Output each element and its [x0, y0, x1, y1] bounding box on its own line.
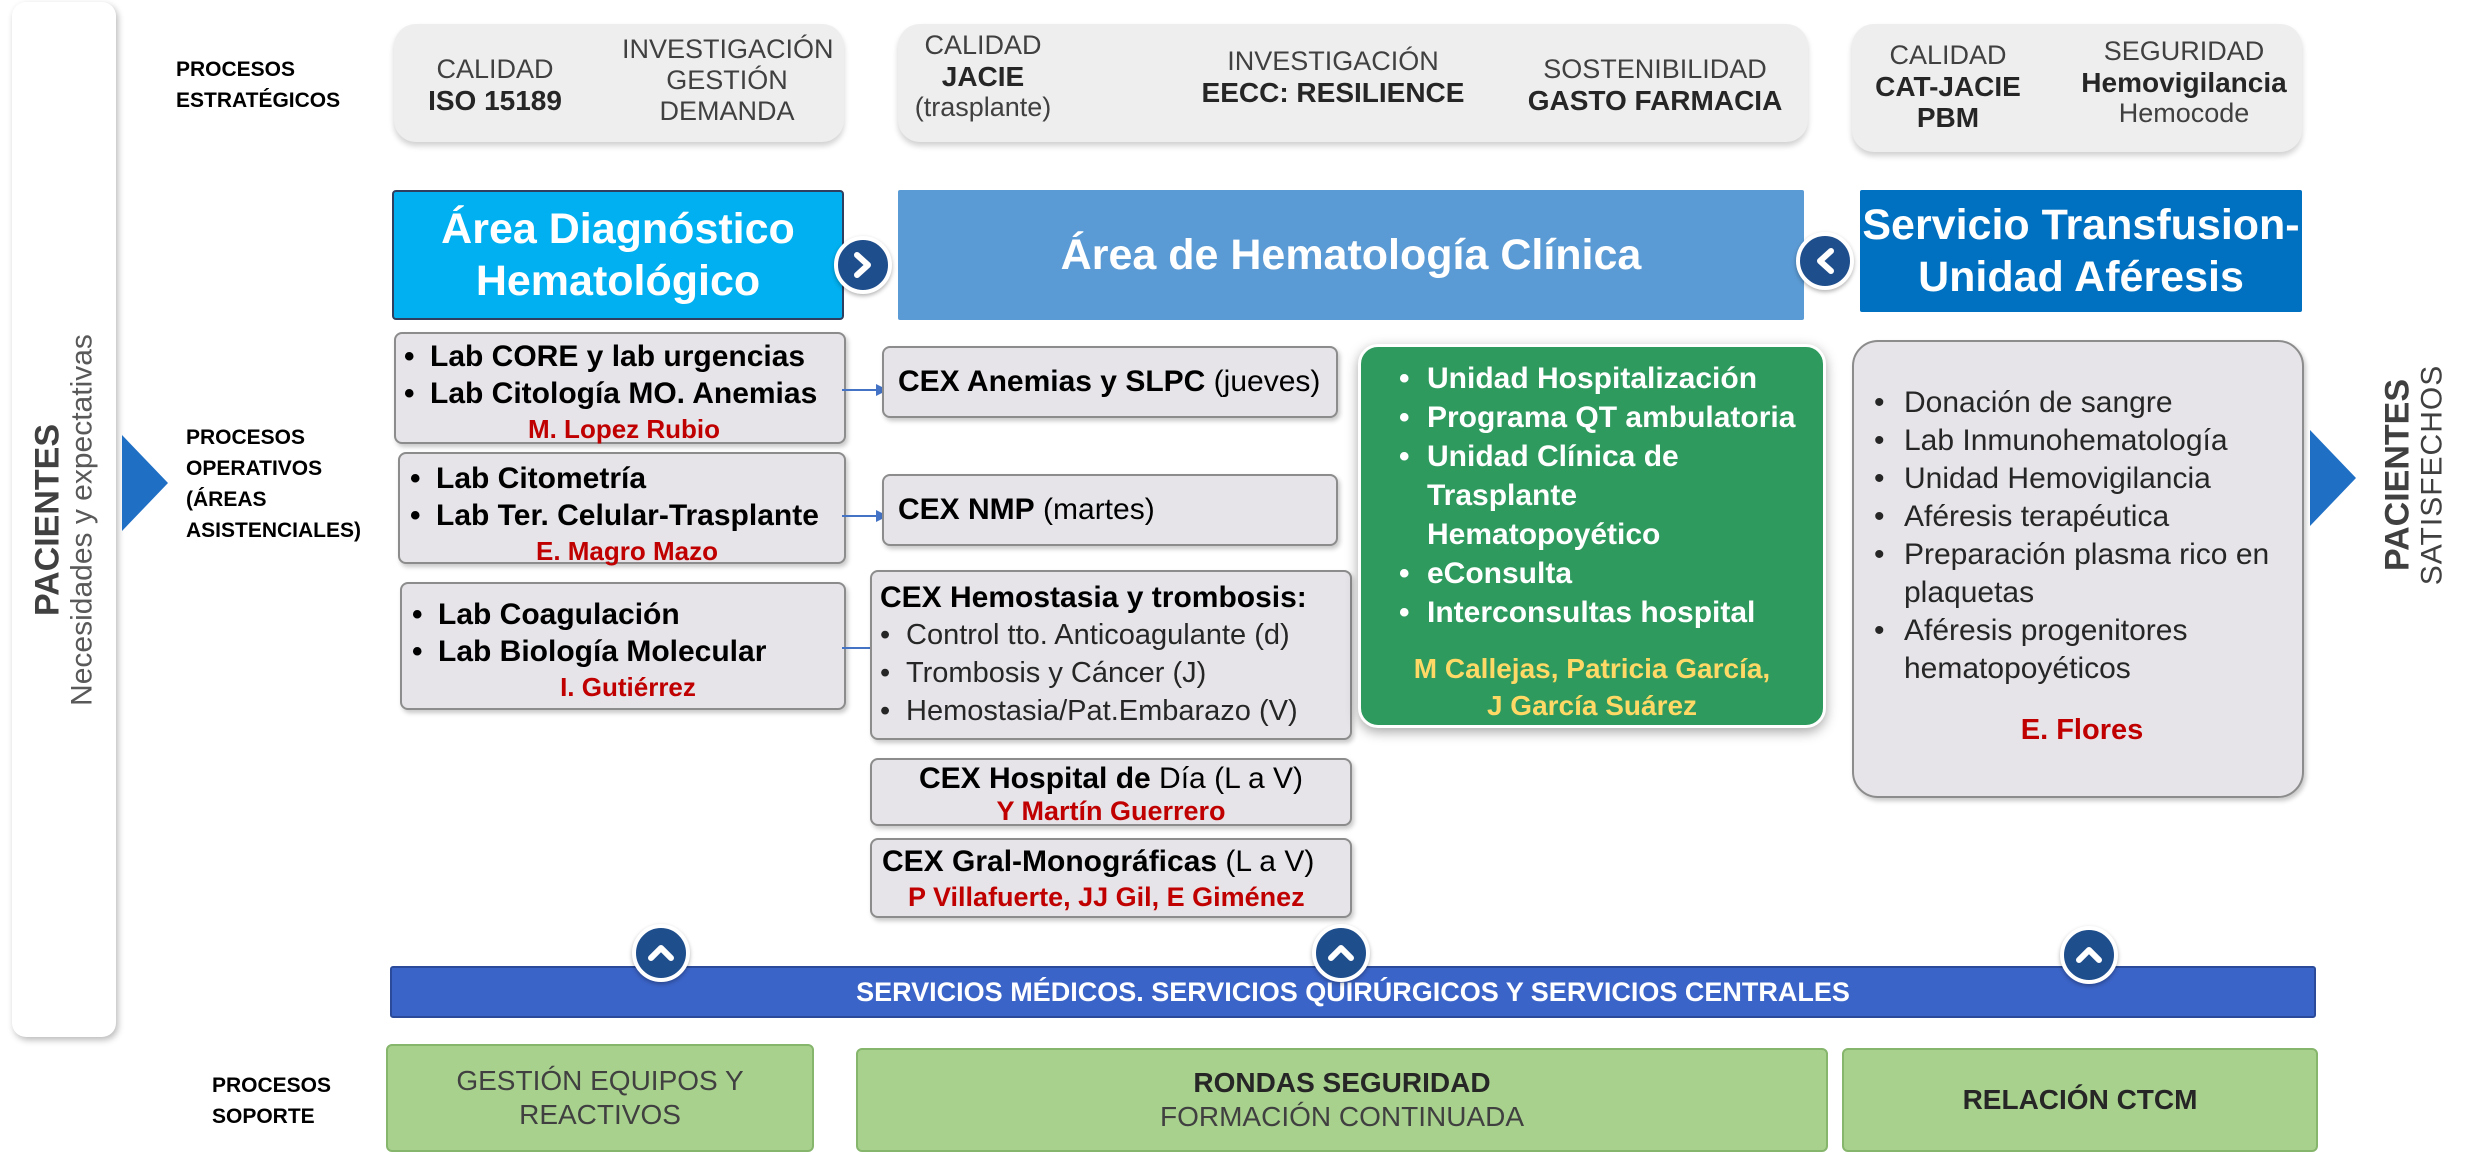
clinical-unit-item: Unidad Hospitalización — [1399, 359, 1823, 398]
cex-item: Hemostasia/Pat.Embarazo (V) — [880, 692, 1350, 730]
chevron-right-icon — [122, 435, 168, 531]
lab-box-cytometry: Lab Citometría Lab Ter. Celular-Trasplan… — [398, 452, 846, 566]
lab-item: Lab Ter. Celular-Trasplante — [410, 497, 844, 534]
area-transfusion-header: Servicio Transfusion- Unidad Aféresis — [1860, 190, 2302, 312]
service-item: Aféresis progenitores hematopoyéticos — [1874, 612, 2290, 688]
chevron-up-icon[interactable] — [632, 924, 690, 982]
clinical-unit-item: Unidad Clínica de Trasplante Hematopoyét… — [1399, 437, 1807, 554]
support-services-bar: SERVICIOS MÉDICOS. SERVICIOS QUIRÚRGICOS… — [390, 966, 2316, 1018]
lab-responsible: M. Lopez Rubio — [527, 414, 721, 444]
lab-item: Lab CORE y lab urgencias — [404, 338, 844, 375]
lab-responsible: I. Gutiérrez — [560, 672, 696, 702]
cex-nmp-box: CEX NMP (martes) — [882, 474, 1338, 546]
cex-responsible: P Villafuerte, JJ Gil, E Giménez — [908, 882, 1305, 912]
cex-gral-box: CEX Gral-Monográficas (L a V) P Villafue… — [870, 838, 1352, 918]
strategic-quality-jacie: CALIDAD JACIE (trasplante) — [914, 30, 1052, 122]
strategic-research-resilience: INVESTIGACIÓN EECC: RESILIENCE — [1201, 46, 1465, 108]
service-item: Aféresis terapéutica — [1874, 498, 2290, 536]
transfusion-responsible: E. Flores — [2020, 714, 2144, 746]
patients-satisfied-subtitle: SATISFECHOS — [2415, 364, 2449, 586]
lab-box-core: Lab CORE y lab urgencias Lab Citología M… — [394, 332, 846, 444]
chevron-left-icon[interactable] — [1796, 232, 1854, 290]
area-clinical-header: Área de Hematología Clínica — [898, 190, 1804, 320]
chevron-right-icon — [2310, 430, 2356, 526]
area-diagnostic-header: Área Diagnóstico Hematológico — [392, 190, 844, 320]
clinical-unit-item: eConsulta — [1399, 554, 1823, 593]
chevron-up-icon[interactable] — [1312, 924, 1370, 982]
service-item: Lab Inmunohematología — [1874, 422, 2290, 460]
support-equipment-box: GESTIÓN EQUIPOS Y REACTIVOS — [386, 1044, 814, 1152]
lab-item: Lab Biología Molecular — [412, 633, 844, 670]
cex-hemostasia-box: CEX Hemostasia y trombosis: Control tto.… — [870, 570, 1352, 740]
clinical-unit-item: Interconsultas hospital — [1399, 593, 1823, 632]
cex-item: Trombosis y Cáncer (J) — [880, 654, 1350, 692]
cex-item: Control tto. Anticoagulante (d) — [880, 616, 1350, 654]
lab-box-coagulation: Lab Coagulación Lab Biología Molecular I… — [400, 582, 846, 710]
patients-needs-panel: PACIENTES Necesidades y expectativas — [12, 2, 116, 1037]
service-item: Preparación plasma rico en plaquetas — [1874, 536, 2290, 612]
clinical-unit-item: Programa QT ambulatoria — [1399, 398, 1823, 437]
cex-hemostasia-title: CEX Hemostasia y trombosis: — [880, 581, 1307, 614]
patients-title: PACIENTES — [28, 423, 67, 616]
cex-hospital-dia-box: CEX Hospital de Día (L a V) Y Martín Gue… — [870, 758, 1352, 826]
lab-item: Lab Citometría — [410, 460, 844, 497]
strategic-group-transfusion: CALIDAD CAT-JACIE PBM SEGURIDAD Hemovigi… — [1852, 24, 2302, 152]
lab-item: Lab Coagulación — [412, 596, 844, 633]
strategic-quality-iso: CALIDAD ISO 15189 — [428, 54, 562, 116]
strategic-research-demand: INVESTIGACIÓN GESTIÓN DEMANDA — [622, 34, 834, 126]
clinical-units-box: Unidad Hospitalización Programa QT ambul… — [1358, 344, 1826, 728]
cex-responsible: Y Martín Guerrero — [996, 796, 1226, 826]
lab-item: Lab Citología MO. Anemias — [404, 375, 844, 412]
label-strategic-processes: PROCESOS ESTRATÉGICOS — [176, 58, 341, 112]
strategic-quality-cat-jacie: CALIDAD CAT-JACIE PBM — [1875, 40, 2021, 133]
support-ctcm-box: RELACIÓN CTCM — [1842, 1048, 2318, 1152]
lab-responsible: E. Magro Mazo — [535, 536, 718, 566]
service-item: Unidad Hemovigilancia — [1874, 460, 2290, 498]
transfusion-services-box: Donación de sangre Lab Inmunohematología… — [1852, 340, 2304, 798]
strategic-group-diagnostic: CALIDAD ISO 15189 INVESTIGACIÓN GESTIÓN … — [394, 24, 844, 142]
clinical-responsible: M Callejas, Patricia García, J García Su… — [1413, 653, 1771, 721]
patients-satisfied-panel: PACIENTES SATISFECHOS — [2364, 250, 2464, 700]
label-operative-processes: PROCESOS OPERATIVOS (ÁREAS ASISTENCIALES… — [186, 426, 362, 542]
chevron-up-icon[interactable] — [2060, 926, 2118, 984]
service-item: Donación de sangre — [1874, 384, 2290, 422]
strategic-group-clinical: CALIDAD JACIE (trasplante) INVESTIGACIÓN… — [898, 24, 1808, 142]
patients-title-right: PACIENTES — [2378, 378, 2417, 572]
strategic-sustainability: SOSTENIBILIDAD GASTO FARMACIA — [1527, 54, 1783, 116]
label-support-processes: PROCESOS SOPORTE — [212, 1074, 332, 1128]
chevron-right-icon[interactable] — [834, 236, 892, 294]
patients-needs-subtitle: Necesidades y expectativas — [65, 333, 99, 706]
cex-anemias-box: CEX Anemias y SLPC (jueves) — [882, 346, 1338, 418]
strategic-safety-hemovigilance: SEGURIDAD Hemovigilancia Hemocode — [2081, 36, 2287, 128]
support-safety-rounds-box: RONDAS SEGURIDAD FORMACIÓN CONTINUADA — [856, 1048, 1828, 1152]
